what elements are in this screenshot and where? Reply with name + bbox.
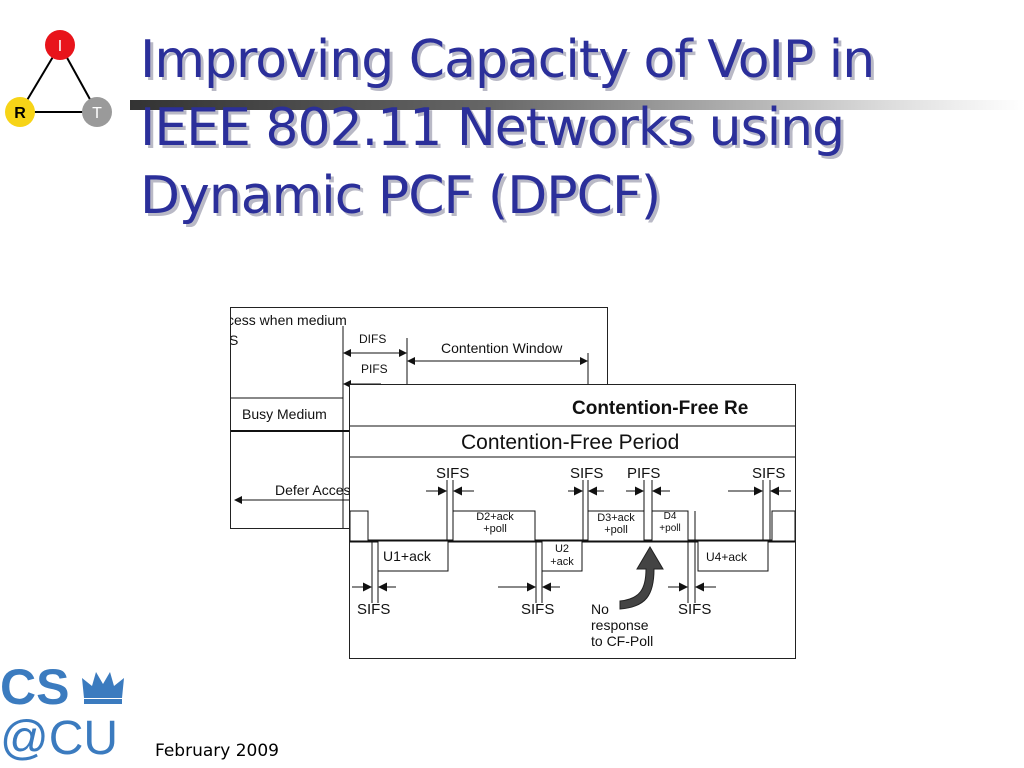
top-sifs-label-2: SIFS xyxy=(570,465,604,482)
no-response-arrow xyxy=(619,546,664,610)
frame-d4-label: D4+poll xyxy=(659,511,681,534)
title-underline-rule xyxy=(130,100,1024,110)
logo-letter-r: R xyxy=(14,105,26,122)
dcf-timing-lines xyxy=(231,326,589,528)
s-label: S xyxy=(231,332,238,348)
frame-u4-label: U4+ack xyxy=(706,550,748,564)
top-sifs-label-1: SIFS xyxy=(436,465,470,482)
frame-u1-label: U1+ack xyxy=(383,548,431,564)
top-sifs-label-3: SIFS xyxy=(752,465,786,482)
iRT-triangle-logo: I R T xyxy=(5,30,112,127)
pcf-cfp-figure: Contention-Free Re Contention-Free Perio… xyxy=(349,384,796,659)
pifs-label: PIFS xyxy=(361,362,388,376)
defer-access-label: Defer Acces xyxy=(275,482,351,498)
difs-label: DIFS xyxy=(359,332,387,346)
cs-at-cu-logo: CS @CU xyxy=(0,660,125,768)
bottom-sifs-label-2: SIFS xyxy=(521,601,555,618)
crown-icon xyxy=(82,672,124,704)
logo-letter-t: T xyxy=(92,105,102,122)
frame-d2-label: D2+ack+poll xyxy=(476,511,514,535)
pcf-timing-lines xyxy=(350,425,795,610)
bottom-sifs-label-3: SIFS xyxy=(678,601,712,618)
footer-date: February 2009 xyxy=(155,741,279,761)
title-line-1: Improving Capacity of VoIP in xyxy=(140,30,875,90)
top-pifs-label: PIFS xyxy=(627,465,661,482)
logo-letter-i: I xyxy=(58,38,62,55)
slide-title: Improving Capacity of VoIP in IEEE 802.1… xyxy=(140,26,1000,230)
at-cu-logo-text: @CU xyxy=(0,712,119,765)
title-line-2: IEEE 802.11 Networks using xyxy=(140,98,845,158)
cf-repetition-label: Contention-Free Re xyxy=(572,398,749,419)
cf-period-label: Contention-Free Period xyxy=(461,431,680,454)
frame-d3-label: D3+ack+poll xyxy=(597,512,635,536)
logo-node-top xyxy=(45,30,75,60)
title-line-3: Dynamic PCF (DPCF) xyxy=(140,166,661,226)
cs-logo-text: CS xyxy=(0,659,70,715)
busy-medium-label: Busy Medium xyxy=(242,406,327,422)
bottom-sifs-label-1: SIFS xyxy=(357,601,391,618)
logo-node-left xyxy=(5,97,35,127)
frame-u2-label: U2+ack xyxy=(550,543,574,568)
access-label: cess when medium xyxy=(230,312,347,328)
logo-node-right xyxy=(82,97,112,127)
contention-window-label: Contention Window xyxy=(441,340,563,356)
